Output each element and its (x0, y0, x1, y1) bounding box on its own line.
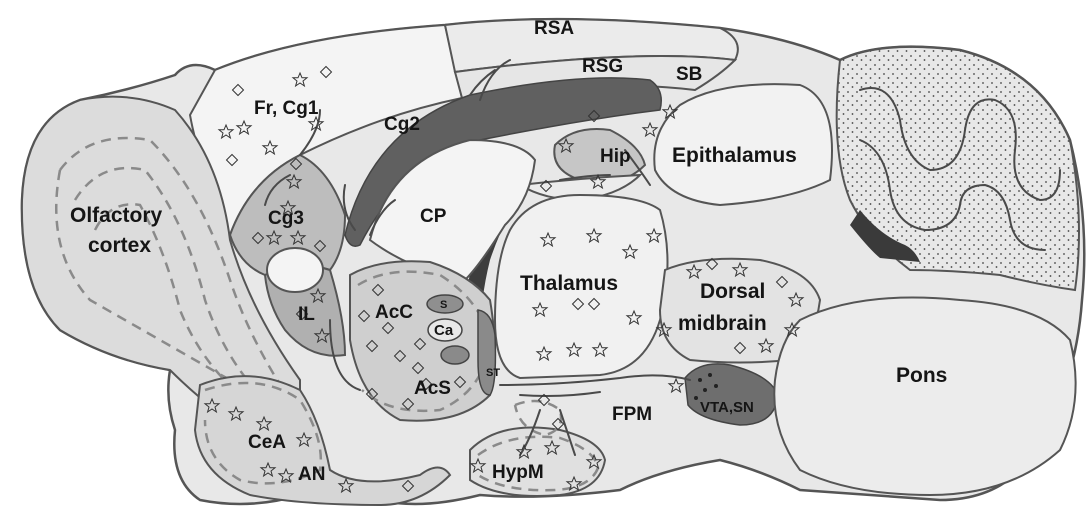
label-s: S (440, 299, 447, 311)
label-il: IL (298, 304, 315, 325)
label-rsg: RSG (582, 56, 623, 77)
label-cg2: Cg2 (384, 114, 420, 135)
acc-core-blob (441, 346, 469, 364)
label-an: AN (298, 464, 325, 485)
label-olfactory-2: cortex (88, 234, 151, 257)
pons-region (774, 298, 1075, 496)
label-cg3: Cg3 (268, 208, 304, 229)
label-fpm: FPM (612, 404, 652, 425)
label-epithalamus: Epithalamus (672, 144, 797, 167)
label-st: ST (486, 367, 500, 379)
label-sb: SB (676, 64, 702, 85)
label-pons: Pons (896, 364, 947, 387)
label-hypm: HypM (492, 462, 544, 483)
st-nucleus (478, 310, 495, 395)
label-rsa: RSA (534, 18, 574, 39)
label-olfactory-1: Olfactory (70, 204, 163, 227)
il-hole (267, 248, 323, 292)
label-dorsal: Dorsal (700, 280, 765, 303)
label-cea: CeA (248, 432, 286, 453)
label-thalamus: Thalamus (520, 272, 618, 295)
label-cp: CP (420, 206, 447, 227)
label-acs: AcS (414, 378, 451, 399)
label-acc: AcC (375, 302, 413, 323)
label-ca: Ca (434, 322, 454, 339)
label-fr-cg1: Fr, Cg1 (254, 98, 319, 119)
label-midbrain: midbrain (678, 312, 767, 335)
label-hip: Hip (600, 146, 631, 167)
label-vta-sn: VTA,SN (700, 399, 754, 416)
